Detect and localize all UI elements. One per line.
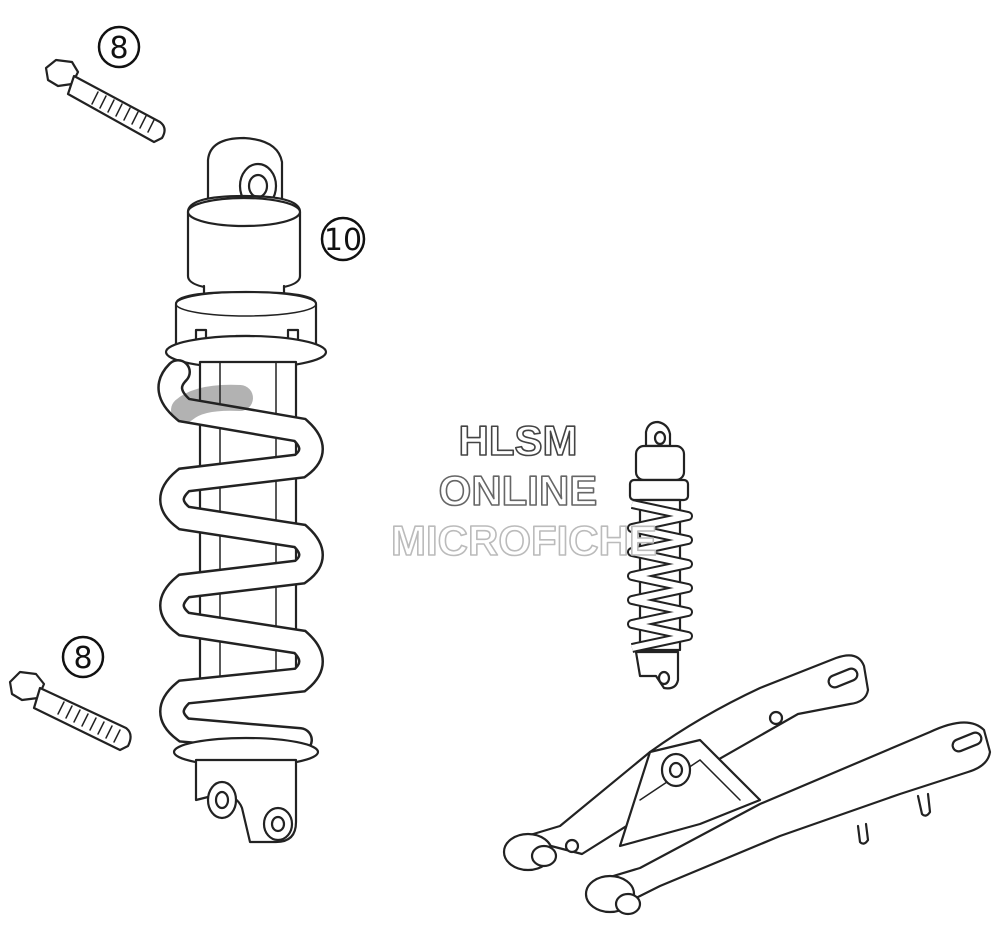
shock-thumbnail [627,420,693,690]
callout-label-bolt-bottom: 8 [73,641,92,676]
callout-shock: 10 [320,216,366,262]
watermark-line1: HLSM [459,417,578,464]
watermark: HLSM ONLINE MICROFICHE [390,416,658,565]
bolt-top[interactable] [44,58,166,144]
callout-label-bolt-top: 8 [109,31,128,66]
callout-label-shock: 10 [324,223,362,258]
watermark-line3: MICROFICHE [391,517,657,564]
watermark-line2: ONLINE [439,467,598,514]
callout-bolt-top: 8 [97,25,141,69]
shock-absorber[interactable] [157,136,328,844]
swingarm [502,654,992,916]
callout-bolt-bottom: 8 [61,635,105,679]
bolt-bottom[interactable] [8,670,132,752]
spring-coils [157,359,324,753]
